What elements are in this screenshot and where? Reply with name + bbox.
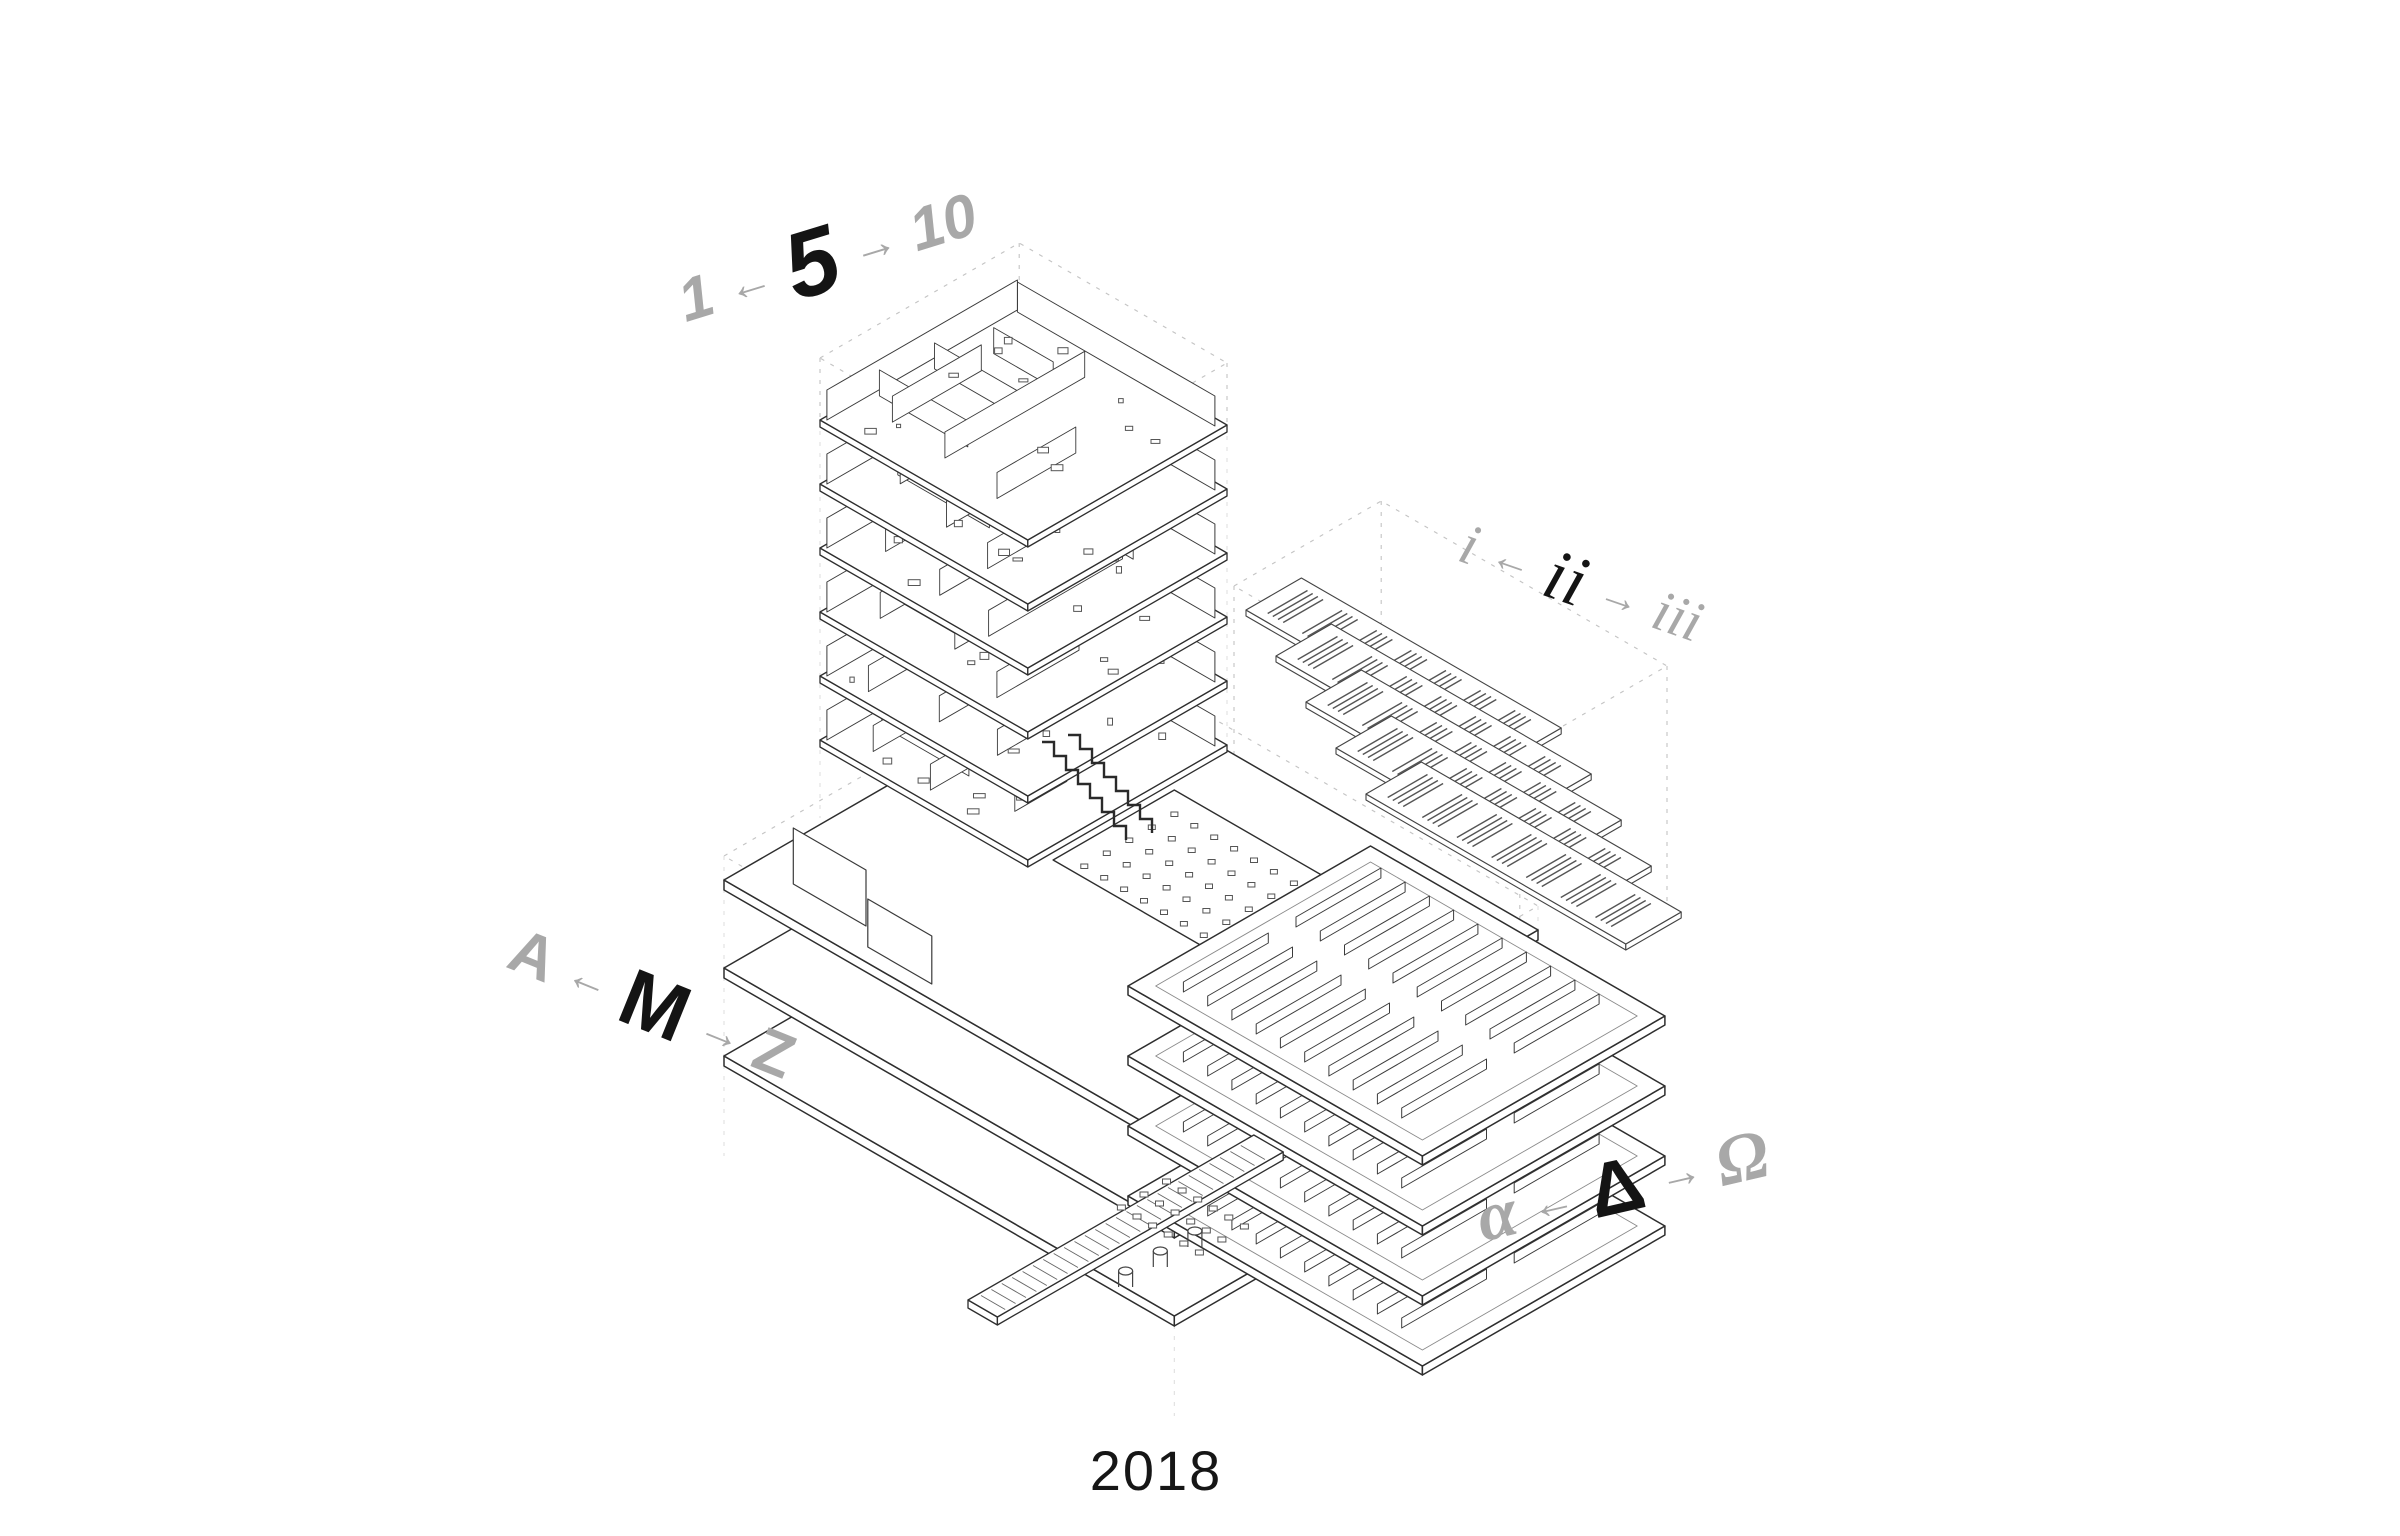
right-arrow-icon: →	[1592, 566, 1648, 625]
right-arrow-icon: →	[1652, 1144, 1707, 1202]
annotation-letters-center: M	[607, 951, 703, 1060]
annotation-numbers-center: 5	[771, 204, 852, 321]
left-arrow-icon: ←	[559, 947, 619, 1010]
left-arrow-icon: ←	[719, 250, 779, 314]
annotation-roman-center: ii	[1534, 533, 1599, 623]
left-arrow-icon: ←	[1484, 529, 1540, 588]
year-label: 2018	[1089, 1439, 1223, 1502]
annotation-greek-center: Δ	[1580, 1140, 1653, 1236]
left-arrow-icon: ←	[1525, 1173, 1580, 1232]
right-arrow-icon: →	[844, 212, 904, 276]
right-arrow-icon: →	[691, 1001, 751, 1063]
